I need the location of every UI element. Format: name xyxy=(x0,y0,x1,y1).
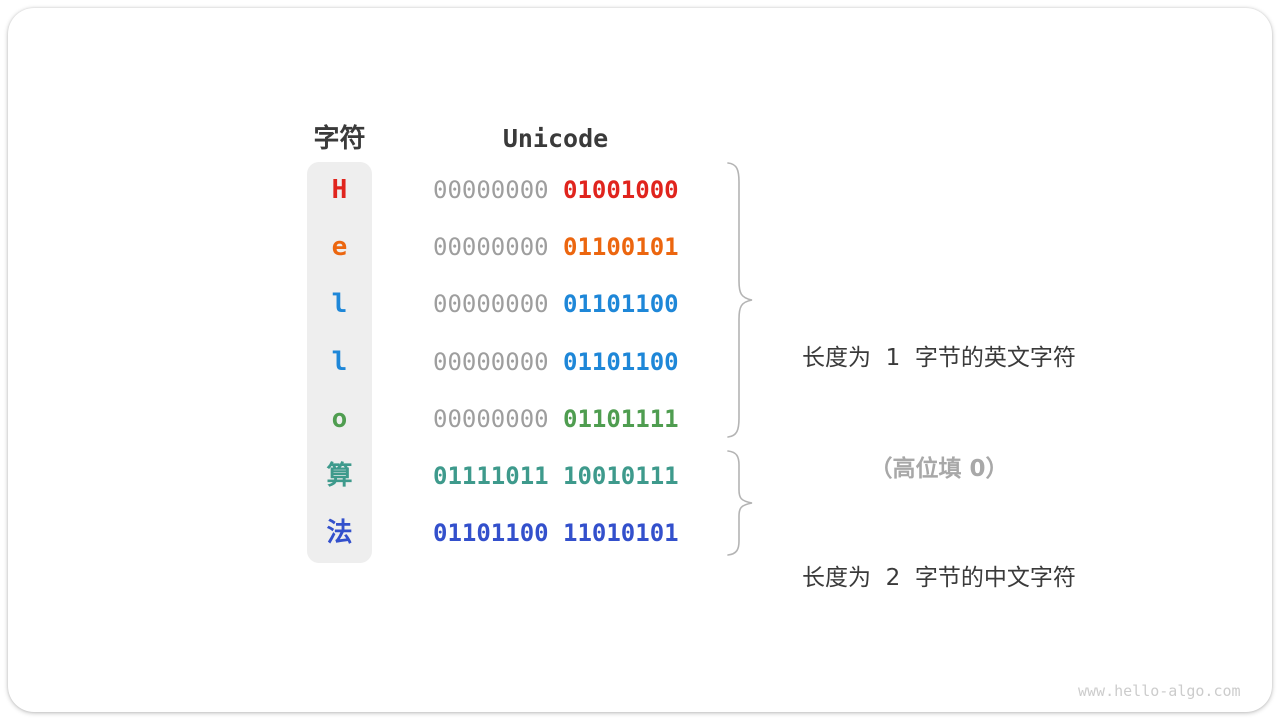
table-row: l 00000000 01101100 xyxy=(8,276,1272,333)
unicode-byte: 01100101 xyxy=(563,233,679,262)
table-row: H 00000000 01001000 xyxy=(8,162,1272,219)
annotation-line: 长度为 1 字节的英文字符 xyxy=(802,345,1076,371)
unicode-byte: 00000000 xyxy=(433,404,549,433)
character-cell: l xyxy=(331,346,348,377)
column-header-character: 字符 xyxy=(313,124,366,154)
unicode-byte: 10010111 xyxy=(563,462,679,490)
annotation-line: （高位填 0） xyxy=(869,456,1009,482)
brace-english-group-icon xyxy=(727,162,753,438)
unicode-byte: 11010101 xyxy=(563,519,679,548)
annotation-chinese-chars: 长度为 2 字节的中文字符 xyxy=(771,486,1107,671)
table-row: o 00000000 01101111 xyxy=(8,391,1272,448)
unicode-byte: 00000000 xyxy=(433,176,549,204)
diagram-card: 字符 Unicode H 00000000 01001000 e 00000000 011… xyxy=(8,8,1272,712)
brace-chinese-group-icon xyxy=(727,450,753,556)
character-column-background xyxy=(307,162,372,563)
unicode-byte: 01101111 xyxy=(563,404,679,433)
annotation-english-chars: 长度为 1 字节的英文字符 （高位填 0） xyxy=(771,266,1107,562)
table-row: e 00000000 01100101 xyxy=(8,219,1272,276)
table-row: 算 01111011 10010111 xyxy=(8,448,1272,505)
table-row: 法 01101100 11010101 xyxy=(8,505,1272,562)
unicode-byte: 01001000 xyxy=(563,176,679,204)
character-cell: 法 xyxy=(326,518,353,549)
unicode-byte: 01101100 xyxy=(563,290,679,319)
annotation-line: 长度为 2 字节的中文字符 xyxy=(802,565,1076,591)
unicode-byte: 01101100 xyxy=(563,347,679,376)
unicode-byte: 01111011 xyxy=(433,462,549,490)
character-cell: e xyxy=(331,232,348,263)
character-cell: 算 xyxy=(326,461,353,491)
unicode-byte: 01101100 xyxy=(433,519,549,548)
table-row: l 00000000 01101100 xyxy=(8,334,1272,391)
column-header-unicode: Unicode xyxy=(502,124,609,153)
unicode-byte: 00000000 xyxy=(433,347,549,376)
unicode-byte: 00000000 xyxy=(433,233,549,262)
character-cell: o xyxy=(331,403,348,434)
character-cell: H xyxy=(331,175,348,205)
unicode-byte: 00000000 xyxy=(433,290,549,319)
watermark: www.hello-algo.com xyxy=(1078,682,1241,700)
character-cell: l xyxy=(331,289,348,320)
